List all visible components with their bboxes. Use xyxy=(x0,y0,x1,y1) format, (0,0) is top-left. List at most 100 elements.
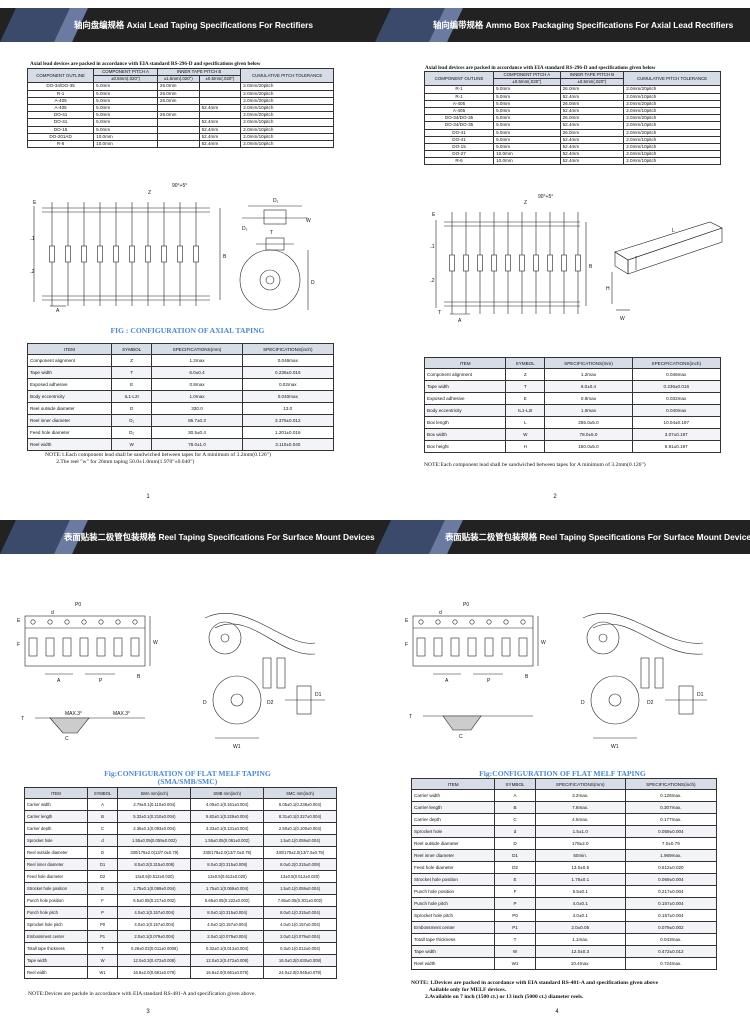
notes: NOTE:Each component lead shall be sandwi… xyxy=(424,462,646,468)
table-cell: 2.0mm/10pitch xyxy=(240,118,334,127)
table-cell: 16.8±2.0(0.661±0.079) xyxy=(190,966,265,979)
table-cell: 0.040max xyxy=(631,404,722,417)
table-cell xyxy=(198,96,242,105)
label-D2: D2 xyxy=(267,700,274,706)
label-T: T xyxy=(270,230,273,236)
table-cell: 0.177max. xyxy=(624,813,718,826)
table-cell: 5.5±0.1 xyxy=(534,885,626,898)
table-cell: 5.0mm xyxy=(93,89,158,98)
label-T: T xyxy=(409,714,412,720)
table-cell: 52.4mm xyxy=(559,157,625,166)
label-E: E xyxy=(33,200,37,206)
table-cell: Sprocket hole xyxy=(410,825,496,838)
table-cell xyxy=(156,139,200,149)
table-cell: 4.0±0.1(0.157±0.004) xyxy=(117,906,192,919)
table-cell: T xyxy=(86,942,119,955)
table-cell: 5.0mm xyxy=(93,82,158,91)
table-cell: 2.0mm/20pitch xyxy=(240,96,334,105)
table-cell: 0.217±0.004 xyxy=(624,885,718,898)
col-inner: INNER TAPE PITCH B xyxy=(559,70,625,80)
table-cell: 0.236±0.016 xyxy=(631,380,722,393)
table-cell: 5.0mm xyxy=(493,135,561,144)
table-cell: 7.8max. xyxy=(534,801,626,814)
table-cell: 52.4mm xyxy=(559,150,625,159)
table-cell: Carrier length xyxy=(24,810,88,823)
table-cell: R-1 xyxy=(423,85,495,94)
label-max-angle-1: MAX.3° xyxy=(65,711,82,717)
col-outline: COMPONENT OUTLINE xyxy=(26,67,95,84)
label-A: A xyxy=(56,308,60,313)
label-D2: D2 xyxy=(647,700,654,706)
table-cell: 2.0±0.05 xyxy=(534,921,626,934)
table-cell: 0.126max. xyxy=(624,789,718,802)
table-cell: Body eccentricity xyxy=(423,404,507,417)
table-cell xyxy=(198,82,242,91)
table-cell: Tape width xyxy=(423,380,507,393)
table-cell: Feed hole diameter xyxy=(410,861,496,874)
table-cell: 1.55±0.05(0.061±0.002) xyxy=(190,834,265,847)
table-cell: Box width xyxy=(423,428,507,441)
table-cell: D xyxy=(110,402,153,415)
table-cell: Punch hole pitch xyxy=(410,897,496,910)
table-cell xyxy=(156,125,200,134)
table-cell: DO-41 xyxy=(423,135,495,144)
column-header: SPECIFICATIONS(inch) xyxy=(631,357,722,369)
table-cell: 5.0mm xyxy=(93,111,158,120)
table-cell: 5.0mm xyxy=(93,103,158,113)
page-title: 表面贴装二极管包装规格 Reel Taping Specifications F… xyxy=(64,532,375,542)
table-cell: 6.05±0.1(0.238±0.004) xyxy=(263,798,337,811)
table-cell: 1.0max xyxy=(544,404,633,417)
table-cell: 2.0mm/10pitch xyxy=(623,106,721,116)
table-cell: 3.33±0.1(0.131±0.004) xyxy=(190,822,265,835)
table-cell: P xyxy=(494,897,536,910)
table-cell: 2.0mm/20pitch xyxy=(240,82,334,91)
col-pitch: COMPONENT PITCH A xyxy=(93,67,158,77)
label-T: T xyxy=(21,716,24,722)
table-cell: 10.4max. xyxy=(534,957,626,970)
figure-caption: Fig:CONFIGURATION OF FLAT MELF TAPING xyxy=(104,769,271,778)
table-cell: E xyxy=(86,882,119,895)
table-cell: Reel width xyxy=(24,966,88,979)
table-cell: 3.2max. xyxy=(534,789,626,802)
table-cell: 4.5max. xyxy=(534,813,626,826)
table-cell: 13±0.5(0.512±0.020) xyxy=(190,870,265,883)
table-cell: 85.7±0.3 xyxy=(151,414,243,427)
table-cell: 1.5±1.0 xyxy=(534,825,626,838)
table-cell: 52.4mm xyxy=(198,103,242,113)
table-cell: 10.0mm xyxy=(493,157,561,166)
table-cell: 2.0±0.1(0.079±0.004) xyxy=(117,930,192,943)
table-cell: Tape width xyxy=(410,945,496,958)
table-cell: 0.236±0.016 xyxy=(241,366,335,379)
table-cell: 26.0mm xyxy=(559,114,625,123)
table-cell: 4.0±0.1(0.157±0.004) xyxy=(263,918,337,931)
column-header: SMA mm(inch) xyxy=(117,787,192,799)
table-cell: Strocket hole position xyxy=(410,873,496,886)
table-cell: P1 xyxy=(86,930,119,943)
table-cell: 2.0mm/10pitch xyxy=(623,135,721,144)
column-header: SYMBOL xyxy=(505,357,546,369)
table-cell: Tape width xyxy=(24,954,88,967)
table-cell: D xyxy=(86,846,119,859)
standard-note: Axial lead devices are packed in accorda… xyxy=(425,65,656,71)
table-cell: 2.78±0.1(0.110±0.004) xyxy=(117,798,192,811)
page-4: 表面贴装二极管包装规格 Reel Taping Specifications F… xyxy=(375,512,750,1024)
table-cell: 10.0mm xyxy=(93,132,158,141)
table-cell: Sprocket hole pitch xyxy=(24,918,88,931)
table-cell: 0.28±0.02(0.011±0.0008) xyxy=(117,942,192,955)
table-cell: 0.307max. xyxy=(624,801,718,814)
column-header: SMC mm(inch) xyxy=(263,787,337,799)
